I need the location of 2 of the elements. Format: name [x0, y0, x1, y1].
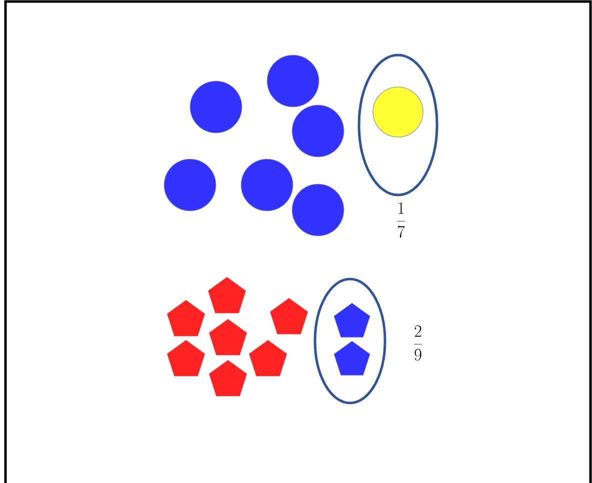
fraction: $\frac{2}{9}$	[414, 325, 422, 361]
fraction: $\frac{1}{7}$	[397, 202, 405, 238]
